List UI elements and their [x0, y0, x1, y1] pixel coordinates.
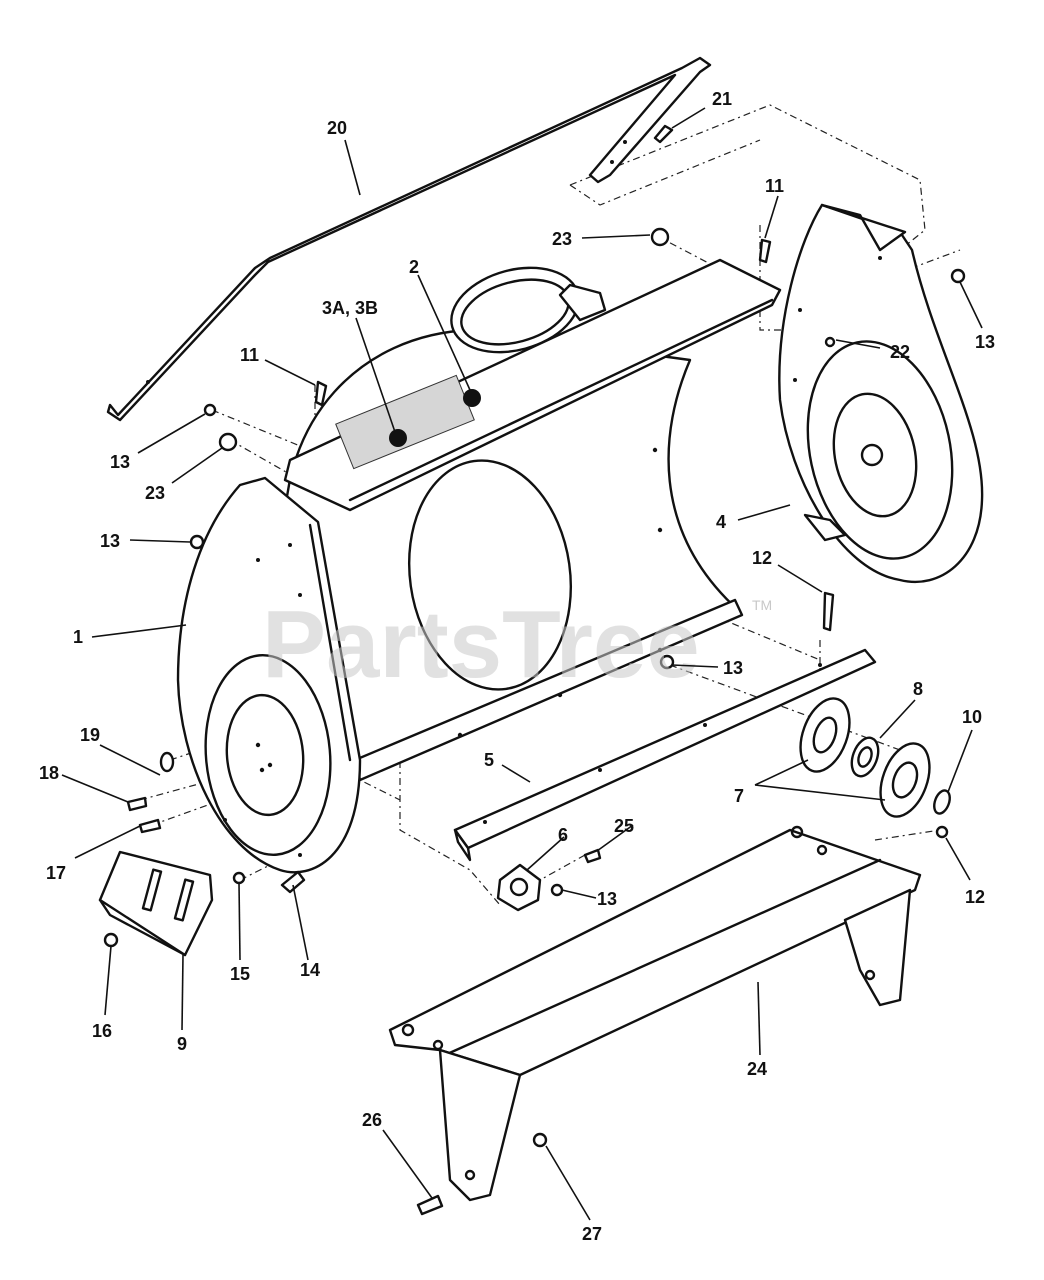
callout-12-lower: 12: [965, 887, 985, 907]
callout-16: 16: [92, 1021, 112, 1041]
callout-6: 6: [558, 825, 568, 845]
callout-19: 19: [80, 725, 100, 745]
auger-housing-part-2: [283, 258, 782, 782]
callout-21: 21: [712, 89, 732, 109]
callout-18: 18: [39, 763, 59, 783]
callout-15: 15: [230, 964, 250, 984]
callout-23-left: 23: [145, 483, 165, 503]
callout-13-left: 13: [100, 531, 120, 551]
callout-10: 10: [962, 707, 982, 727]
leader-lines: [61, 107, 983, 1221]
callout-13-middle: 13: [723, 658, 743, 678]
callout-7: 7: [734, 786, 744, 806]
callout-27: 27: [582, 1224, 602, 1244]
watermark-text: PartsTree: [262, 591, 700, 698]
support-frame-part-24: [388, 825, 922, 1202]
callout-5: 5: [484, 750, 494, 770]
skid-shoe-part-9: [98, 850, 214, 957]
callout-1: 1: [73, 627, 83, 647]
callout-20: 20: [327, 118, 347, 138]
watermark: PartsTree TM: [262, 591, 772, 698]
callout-17: 17: [46, 863, 66, 883]
left-side-plate-part-1: [176, 476, 362, 874]
right-side-plate-part-4: [778, 203, 984, 584]
callout-labels: 20 21 11 23 2 3A, 3B 11 13 23 13 1 19 18…: [39, 89, 995, 1244]
fasteners: [103, 124, 966, 1216]
callout-25: 25: [614, 816, 634, 836]
callout-8: 8: [913, 679, 923, 699]
callout-2: 2: [409, 257, 419, 277]
callout-4: 4: [716, 512, 726, 532]
callout-26: 26: [362, 1110, 382, 1130]
callout-23-top: 23: [552, 229, 572, 249]
scraper-bar-part-5: [453, 648, 877, 862]
callout-24: 24: [747, 1059, 767, 1079]
bearing-parts: [496, 697, 951, 912]
callout-13-upper-left: 13: [110, 452, 130, 472]
callout-13-lower: 13: [597, 889, 617, 909]
callout-14: 14: [300, 960, 320, 980]
callout-22: 22: [890, 342, 910, 362]
watermark-tm: TM: [752, 597, 772, 613]
callout-3a-3b: 3A, 3B: [322, 298, 378, 318]
callout-11-left: 11: [240, 345, 259, 365]
callout-13-right: 13: [975, 332, 995, 352]
callout-11-right: 11: [765, 176, 784, 196]
callout-12-upper: 12: [752, 548, 772, 568]
callout-9: 9: [177, 1034, 187, 1054]
handle-bar-part-20: [106, 56, 712, 422]
